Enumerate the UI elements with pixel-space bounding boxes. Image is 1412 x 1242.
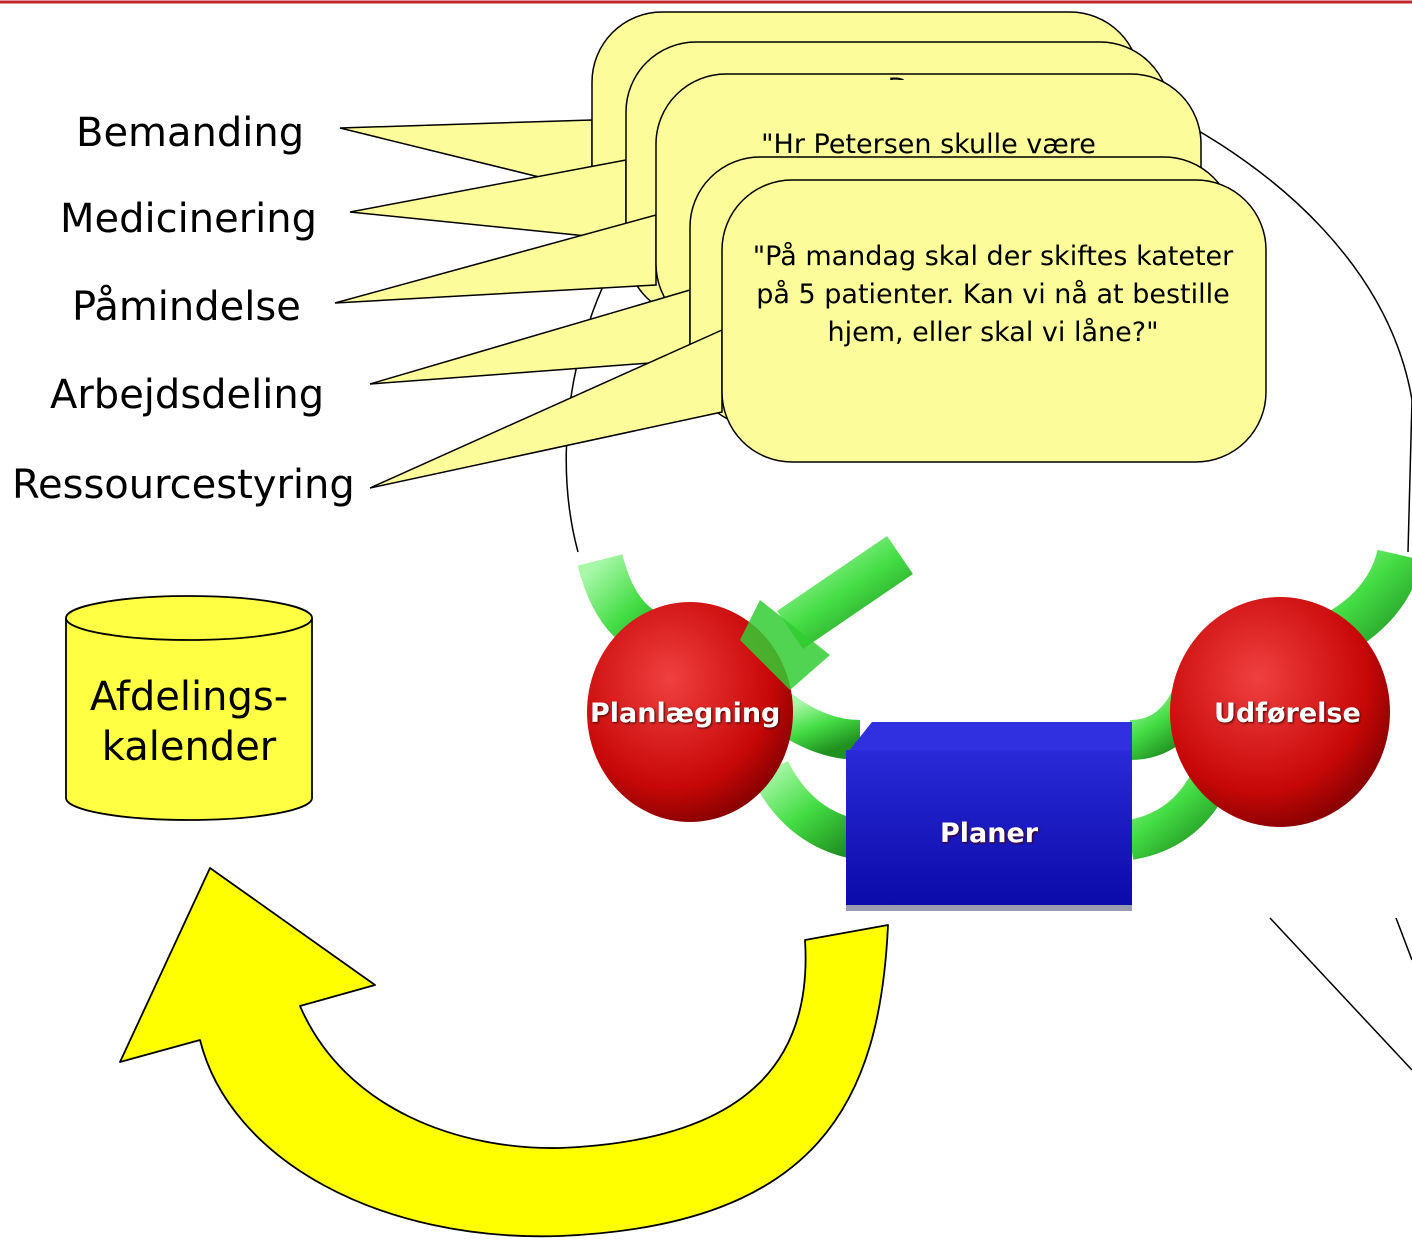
process-diagram	[577, 535, 1412, 912]
zoom-circle-outline-right	[1407, 399, 1412, 553]
planning-label: Planlægning	[590, 698, 781, 729]
database-label-line2: kalender	[101, 724, 277, 770]
zoom-line-1	[1269, 917, 1412, 1071]
database-label-line1: Afdelings-	[89, 674, 289, 720]
bubble-5-text: "På mandag skal der skiftes kateter på 5…	[752, 241, 1234, 348]
zoom-line-2	[1395, 917, 1412, 961]
database-cylinder	[65, 595, 313, 821]
bubble-3-text: "Hr Petersen skulle være	[761, 129, 1096, 157]
execution-label: Udførelse	[1214, 698, 1361, 729]
planning-node	[587, 602, 793, 822]
speech-bubble-5	[369, 179, 1267, 489]
category-bemanding: Bemanding	[76, 110, 305, 156]
plans-label: Planer	[940, 818, 1039, 849]
category-paamindelse: Påmindelse	[72, 284, 301, 330]
category-medicinering: Medicinering	[60, 196, 317, 242]
category-arbejdsdeling: Arbejdsdeling	[50, 372, 325, 418]
plans-box	[846, 722, 1132, 911]
category-ressourcestyring: Ressourcestyring	[12, 462, 355, 508]
bubble-2-text: D	[626, 70, 1170, 80]
execution-node	[1170, 597, 1390, 827]
database-label: Afdelings- kalender	[66, 672, 312, 772]
feedback-arrow	[119, 867, 889, 1238]
